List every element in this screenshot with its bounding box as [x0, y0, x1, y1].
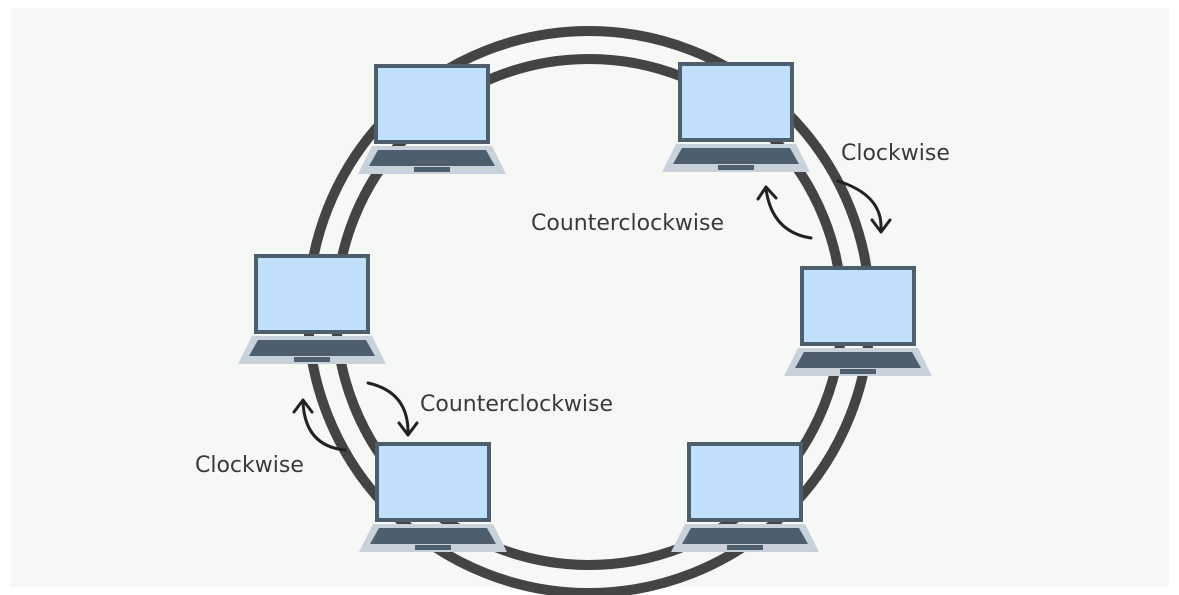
laptop-bottom-left: [357, 442, 509, 554]
laptop-top-left: [356, 64, 508, 176]
counterclockwise-arrow-icon: [366, 381, 419, 437]
clockwise-arrow-icon: [292, 398, 347, 452]
label-clockwise-bottom: Clockwise: [195, 453, 304, 478]
clockwise-arrow-icon: [836, 179, 892, 234]
label-counterclockwise-top: Counterclockwise: [531, 211, 724, 236]
counterclockwise-arrow-icon: [756, 185, 813, 240]
label-counterclockwise-bottom: Counterclockwise: [420, 392, 613, 417]
diagram-background: [10, 8, 1169, 587]
laptop-bottom-right: [669, 442, 821, 554]
label-clockwise-top: Clockwise: [841, 141, 950, 166]
laptop-left: [236, 254, 388, 366]
laptop-top-right: [660, 62, 812, 174]
laptop-right: [782, 266, 934, 378]
